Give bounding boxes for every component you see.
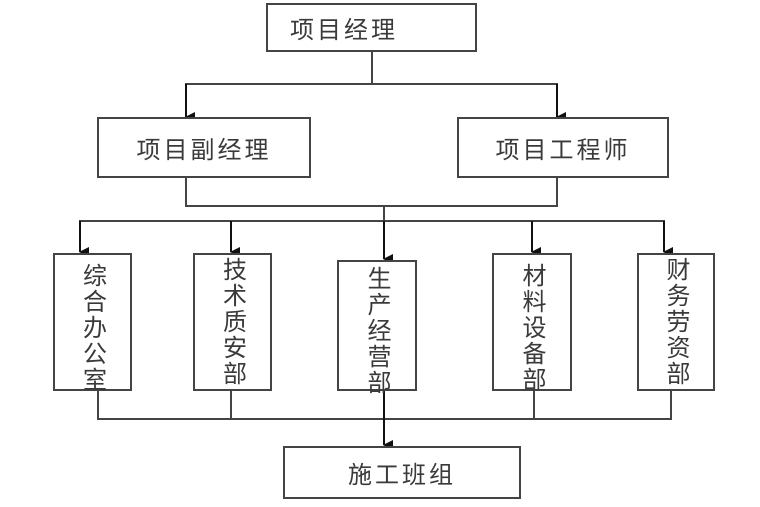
node-project-engineer: 项目工程师 xyxy=(457,117,669,178)
node-dept-finance-labor: 财务劳资部 xyxy=(637,253,715,391)
node-construction-teams: 施工班组 xyxy=(283,446,521,499)
node-label: 综合办公室 xyxy=(78,263,107,393)
node-label: 项目经理 xyxy=(290,16,398,44)
node-label: 施工班组 xyxy=(348,461,456,489)
node-dept-office: 综合办公室 xyxy=(53,253,132,393)
node-label: 项目副经理 xyxy=(136,136,272,164)
node-deputy-manager: 项目副经理 xyxy=(97,117,311,178)
node-label: 材料设备部 xyxy=(518,263,546,393)
node-label: 技术质安部 xyxy=(218,257,247,387)
node-label: 生产经营部 xyxy=(363,266,391,396)
node-label: 项目工程师 xyxy=(495,136,631,164)
node-dept-production: 生产经营部 xyxy=(337,260,417,396)
node-project-manager: 项目经理 xyxy=(266,3,477,52)
node-label: 财务劳资部 xyxy=(662,257,690,387)
node-dept-tech-quality-safety: 技术质安部 xyxy=(193,253,272,391)
node-dept-material-equipment: 材料设备部 xyxy=(492,253,572,393)
